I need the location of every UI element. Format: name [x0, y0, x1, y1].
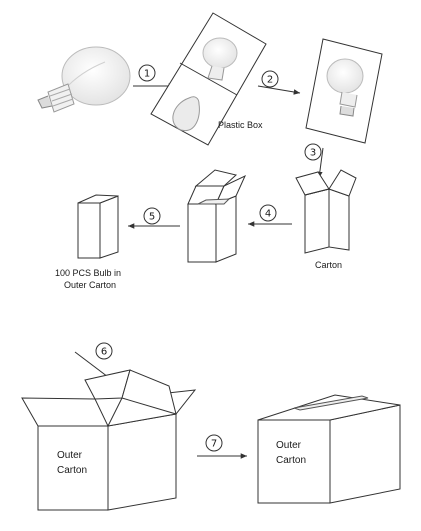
- step-number-2: 2: [267, 75, 273, 86]
- step-marker-5: [143, 207, 161, 225]
- step-marker-7: [205, 434, 223, 452]
- closed-outer-carton-icon: [257, 394, 401, 504]
- bulb-count-label-line2: Outer Carton: [64, 280, 117, 290]
- arrow-step-3: [317, 147, 324, 179]
- open-outer-carton-icon: [21, 369, 197, 511]
- carton-label: Carton: [315, 260, 343, 270]
- step-number-4: 4: [265, 209, 271, 220]
- step-marker-2: [261, 70, 279, 88]
- step-number-5: 5: [149, 212, 155, 223]
- plastic-box-icon: [150, 12, 267, 146]
- arrow-step-2: [257, 85, 301, 95]
- carton-icon: [295, 169, 357, 254]
- closed-outer-carton-label-line1: Outer: [276, 440, 302, 451]
- step-number-7: 7: [211, 439, 217, 450]
- open-outer-carton-label-line2: Carton: [57, 465, 88, 476]
- middle-carton-icon: [187, 169, 247, 263]
- led-bulb-icon: [37, 46, 131, 113]
- step-marker-6: [95, 342, 113, 360]
- step-number-6: 6: [101, 347, 107, 358]
- plastic-box-label: Plastic Box: [218, 120, 263, 130]
- step-marker-1: [138, 64, 156, 82]
- open-outer-carton-label-line1: Outer: [57, 450, 83, 461]
- step-marker-4: [259, 204, 277, 222]
- closed-carton-icon: [77, 194, 119, 259]
- closed-outer-carton-label-line2: Carton: [276, 455, 307, 466]
- step-number-3: 3: [310, 148, 316, 159]
- bulb-count-label-line1: 100 PCS Bulb in: [55, 268, 122, 278]
- step-number-1: 1: [144, 69, 150, 80]
- step-marker-3: [304, 143, 322, 161]
- boxed-bulb-icon: [305, 38, 383, 144]
